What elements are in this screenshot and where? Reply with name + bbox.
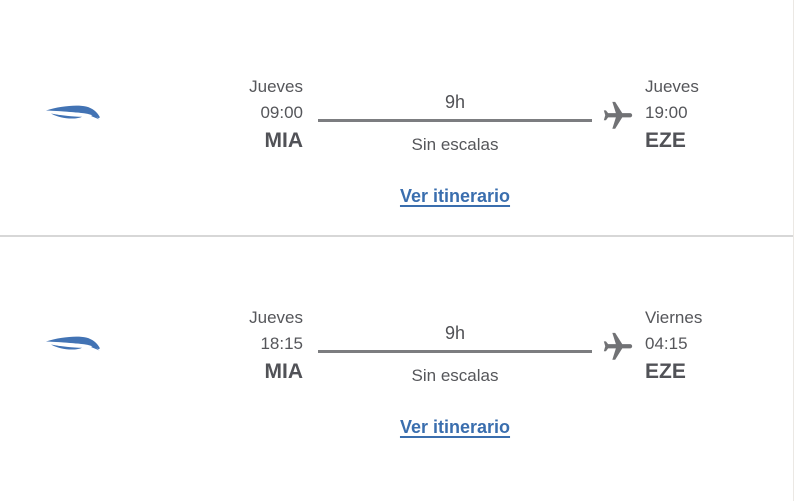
flight-duration: 9h bbox=[444, 92, 466, 112]
arrival-airport-code: EZE bbox=[645, 360, 686, 383]
arrival-day: Jueves bbox=[645, 77, 699, 96]
arrival-time: 04:15 bbox=[645, 334, 688, 353]
airline-logo-cell bbox=[0, 305, 145, 356]
route-line bbox=[318, 350, 592, 353]
itinerary-link-row: Ver itinerario bbox=[318, 415, 592, 439]
flight-timeline: 9h Sin escalas bbox=[318, 74, 592, 156]
arrival-airport-code: EZE bbox=[645, 129, 686, 152]
departure-airport-code: MIA bbox=[264, 129, 304, 152]
arrival-info: Viernes 04:15 EZE bbox=[645, 305, 791, 387]
arrival-plane-cell bbox=[600, 305, 636, 364]
itinerary-link-row: Ver itinerario bbox=[318, 184, 592, 208]
departure-info: Jueves 18:15 MIA bbox=[145, 305, 303, 387]
arrival-plane-cell bbox=[600, 74, 636, 133]
arrival-info: Jueves 19:00 EZE bbox=[645, 74, 791, 156]
flight-summary-row: Jueves 18:15 MIA 9h Sin escalas bbox=[0, 305, 793, 387]
departure-day: Jueves bbox=[249, 77, 303, 96]
departure-day: Jueves bbox=[249, 308, 303, 327]
departure-time: 09:00 bbox=[260, 103, 303, 122]
airplane-icon bbox=[603, 332, 633, 360]
condor-logo-icon bbox=[45, 336, 100, 351]
card-divider bbox=[0, 235, 793, 237]
route-line bbox=[318, 119, 592, 122]
airline-logo-cell bbox=[0, 74, 145, 125]
arrival-day: Viernes bbox=[645, 308, 703, 327]
view-itinerary-link[interactable]: Ver itinerario bbox=[399, 186, 511, 206]
departure-time: 18:15 bbox=[260, 334, 303, 353]
flight-summary-row: Jueves 09:00 MIA 9h Sin escalas bbox=[0, 74, 793, 156]
flight-card-1: Jueves 09:00 MIA 9h Sin escalas bbox=[0, 0, 793, 235]
airplane-icon bbox=[603, 101, 633, 129]
flight-duration: 9h bbox=[444, 323, 466, 343]
departure-airport-code: MIA bbox=[264, 360, 304, 383]
stops-label: Sin escalas bbox=[411, 366, 499, 385]
flight-card-2: Jueves 18:15 MIA 9h Sin escalas bbox=[0, 237, 793, 501]
flight-timeline: 9h Sin escalas bbox=[318, 305, 592, 387]
arrival-time: 19:00 bbox=[645, 103, 688, 122]
view-itinerary-link[interactable]: Ver itinerario bbox=[399, 417, 511, 437]
stops-label: Sin escalas bbox=[411, 135, 499, 154]
condor-logo-icon bbox=[45, 105, 100, 120]
departure-info: Jueves 09:00 MIA bbox=[145, 74, 303, 156]
